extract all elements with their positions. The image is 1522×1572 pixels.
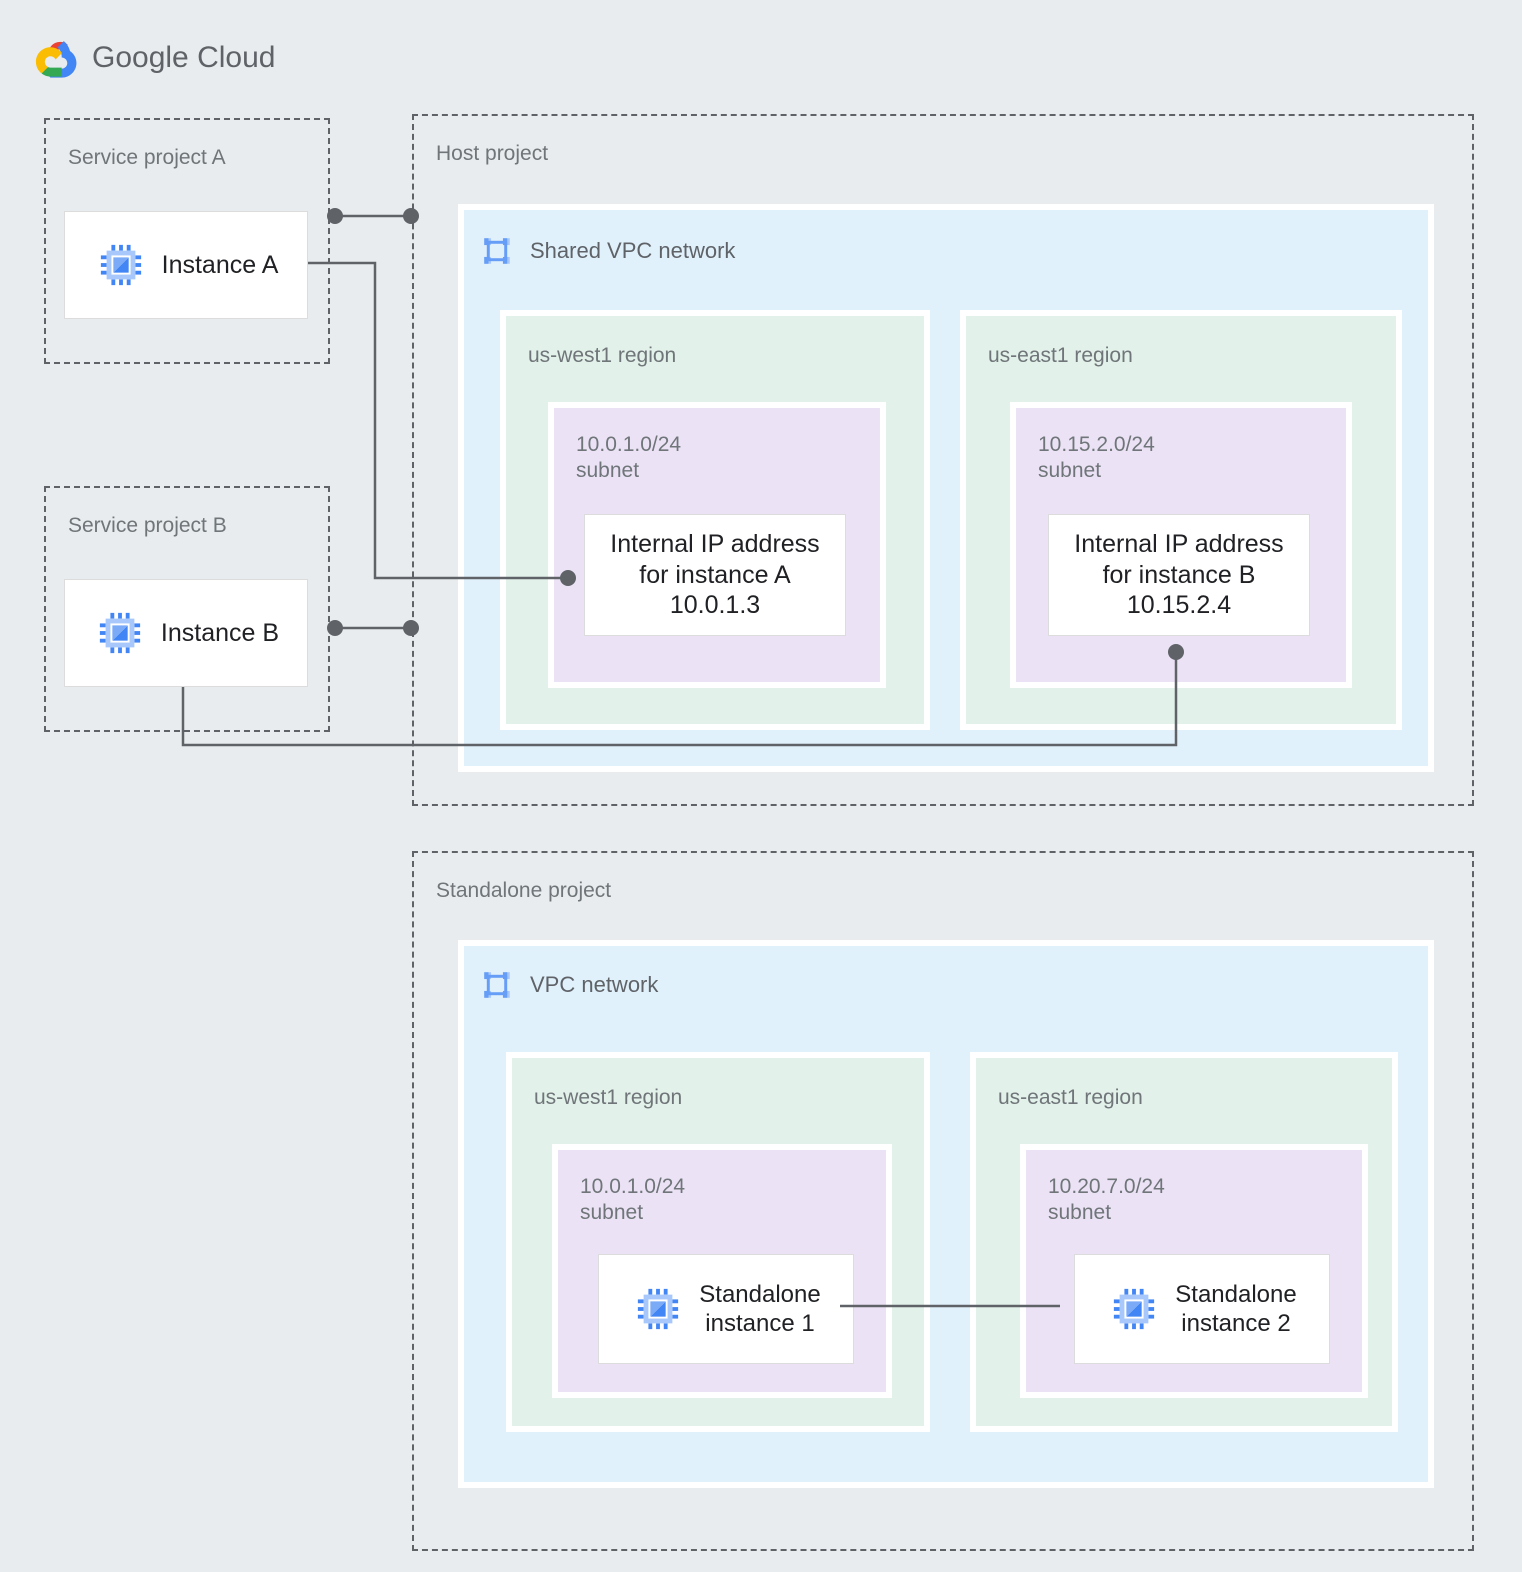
host-subnet-us-east1-label: 10.15.2.0/24 subnet <box>1038 433 1155 483</box>
instance-b-card[interactable]: Instance B <box>64 579 308 687</box>
standalone-instance-2-card[interactable]: Standalone instance 2 <box>1074 1254 1330 1364</box>
google-cloud-logo-icon <box>35 41 77 78</box>
standalone-subnet-us-east1-label: 10.20.7.0/24 subnet <box>1048 1175 1165 1225</box>
standalone-subnet-us-east1: 10.20.7.0/24 subnet S <box>1020 1144 1368 1398</box>
internal-ip-instance-a-card[interactable]: Internal IP address for instance A 10.0.… <box>584 514 846 636</box>
google-cloud-logo: Google Cloud <box>34 36 275 80</box>
standalone-instance-2-label: Standalone instance 2 <box>1175 1280 1297 1337</box>
host-subnet-us-west1-label: 10.0.1.0/24 subnet <box>576 433 682 483</box>
instance-a-card[interactable]: Instance A <box>64 211 308 319</box>
host-subnet-us-west1: 10.0.1.0/24 subnet Internal IP address f… <box>548 402 886 688</box>
standalone-region-us-west1-label: us-west1 region <box>534 1086 683 1109</box>
standalone-instance-1-card[interactable]: Standalone instance 1 <box>598 1254 854 1364</box>
vm-instance-icon <box>100 244 141 286</box>
service-project-a-boundary: Service project A <box>44 118 330 364</box>
shared-vpc-network-panel: Shared VPC network us-west1 region 10.0.… <box>458 204 1434 772</box>
host-region-us-east1: us-east1 region 10.15.2.0/24 subnet Inte… <box>960 310 1402 730</box>
service-project-b-label: Service project B <box>68 514 227 537</box>
standalone-subnet-us-west1-label: 10.0.1.0/24 subnet <box>580 1175 686 1225</box>
vpc-network-title: VPC network <box>530 972 659 997</box>
standalone-region-us-east1-label: us-east1 region <box>998 1086 1143 1109</box>
vm-instance-icon <box>99 612 141 654</box>
host-region-us-west1-label: us-west1 region <box>528 344 677 367</box>
internal-ip-instance-b-card[interactable]: Internal IP address for instance B 10.15… <box>1048 514 1310 636</box>
vm-instance-icon <box>638 1288 679 1330</box>
instance-a-label: Instance A <box>161 250 279 279</box>
shared-vpc-network-title: Shared VPC network <box>530 238 736 263</box>
internal-ip-instance-a-label: Internal IP address for instance A 10.0.… <box>610 530 820 620</box>
host-region-us-east1-label: us-east1 region <box>988 344 1133 367</box>
standalone-project-boundary: Standalone project <box>412 851 1474 1551</box>
standalone-instance-1-label: Standalone instance 1 <box>699 1280 821 1337</box>
vpc-network-icon <box>484 238 510 264</box>
vpc-network-icon <box>484 972 510 998</box>
vpc-network-header: VPC network <box>480 968 658 1002</box>
brand-name-bold: Google <box>92 41 189 74</box>
service-project-a-label: Service project A <box>68 146 226 169</box>
standalone-project-label: Standalone project <box>436 879 612 902</box>
host-subnet-us-east1: 10.15.2.0/24 subnet Internal IP address … <box>1010 402 1352 688</box>
vm-instance-icon <box>1114 1288 1155 1330</box>
instance-b-label: Instance B <box>160 618 280 647</box>
brand-name: Google Cloud <box>92 41 275 75</box>
brand-name-light: Cloud <box>188 41 276 74</box>
host-region-us-west1: us-west1 region 10.0.1.0/24 subnet Inter… <box>500 310 930 730</box>
standalone-region-us-west1: us-west1 region 10.0.1.0/24 subnet <box>506 1052 930 1432</box>
shared-vpc-network-header: Shared VPC network <box>480 234 735 268</box>
internal-ip-instance-b-label: Internal IP address for instance B 10.15… <box>1074 530 1284 620</box>
standalone-subnet-us-west1: 10.0.1.0/24 subnet St <box>552 1144 892 1398</box>
host-project-label: Host project <box>436 142 549 165</box>
standalone-region-us-east1: us-east1 region 10.20.7.0/24 subnet <box>970 1052 1398 1432</box>
vpc-network-panel: VPC network us-west1 region 10.0.1.0/24 … <box>458 940 1434 1488</box>
